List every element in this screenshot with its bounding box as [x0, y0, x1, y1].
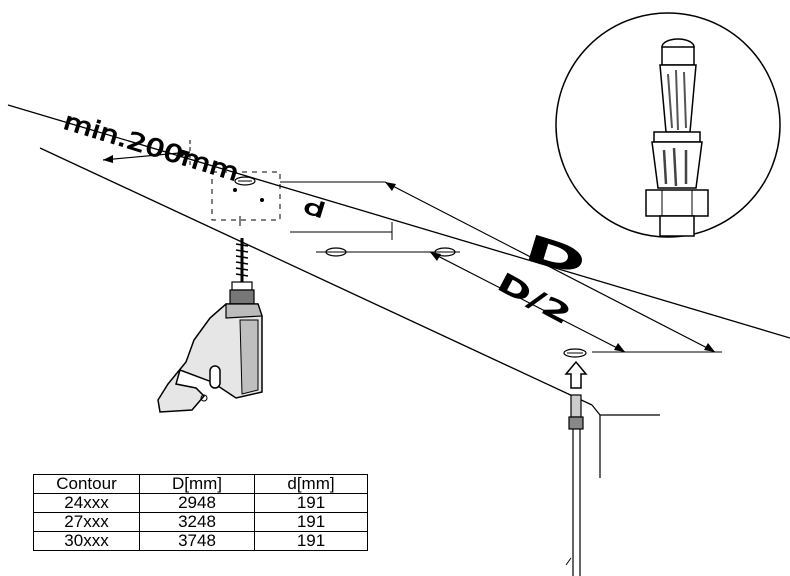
small-d-label: d — [301, 194, 329, 223]
column-header-small-d: d[mm] — [254, 474, 368, 494]
suspension-rod — [565, 394, 584, 576]
table-row: 27xxx 3248 191 — [33, 512, 368, 532]
big-d-label: D — [519, 226, 591, 285]
arrow-up-icon — [564, 360, 588, 389]
table-cell: 3248 — [139, 512, 255, 532]
table-cell: 30xxx — [33, 531, 140, 551]
table-cell: 191 — [254, 512, 368, 532]
table-cell: 191 — [254, 531, 368, 551]
min-dimension-line — [102, 140, 191, 165]
drill-zone — [211, 171, 281, 226]
dimensions-table: Contour D[mm] d[mm] 24xxx 2948 191 27xxx… — [33, 474, 368, 551]
min-dimension-label: min.200mm — [60, 108, 242, 187]
table-cell: 27xxx — [33, 512, 140, 532]
small-d-dimension — [290, 222, 460, 253]
column-header-big-d: D[mm] — [139, 474, 255, 494]
table-header-row: Contour D[mm] d[mm] — [33, 474, 368, 494]
column-header-contour: Contour — [33, 474, 140, 494]
big-d-dimension — [280, 181, 722, 353]
table-row: 30xxx 3748 191 — [33, 531, 368, 551]
table-cell: 24xxx — [33, 493, 140, 513]
ceiling-front-edge — [39, 147, 593, 406]
drill-icon — [157, 303, 263, 413]
table-cell: 191 — [254, 493, 368, 513]
table-row: 24xxx 2948 191 — [33, 493, 368, 513]
wall-top — [591, 404, 660, 416]
rod-connector-icon — [645, 38, 709, 237]
ceiling-back-edge — [7, 104, 790, 339]
half-d-dimension — [429, 251, 626, 353]
anchor-point-1 — [234, 176, 256, 186]
table-cell: 2948 — [139, 493, 255, 513]
table-cell: 3748 — [139, 531, 255, 551]
screw-hook-icon — [229, 238, 255, 305]
anchor-point-4 — [563, 348, 587, 358]
